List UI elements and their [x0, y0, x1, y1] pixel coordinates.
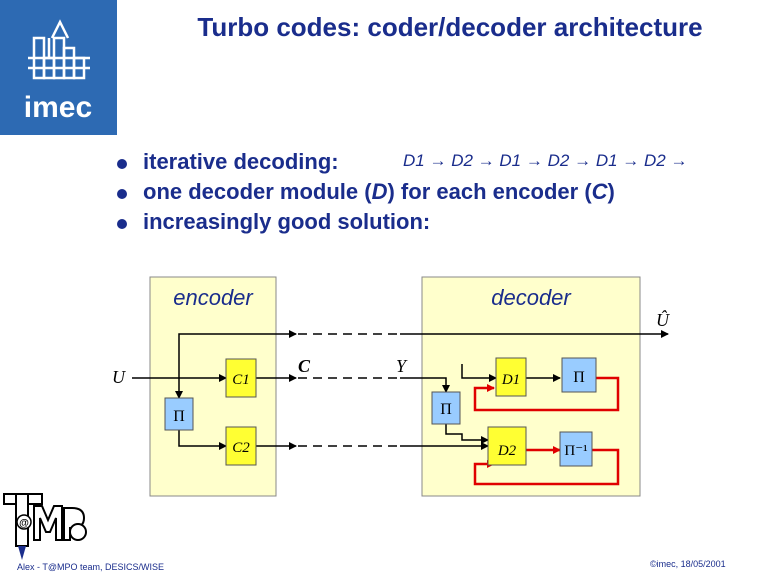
decoder-pi-inv-label: Π⁻¹: [564, 443, 587, 459]
d2-label: D2: [497, 443, 517, 459]
to-decoder-interleaver: [400, 377, 450, 393]
bullet-text: iterative decoding:: [143, 149, 339, 174]
decoder-pi2-label: Π: [440, 401, 452, 418]
bullet-text: increasingly good solution:: [143, 209, 431, 234]
d2-module: [487, 426, 527, 466]
bullet-item: one decoder module (D) for each encoder …: [113, 177, 615, 207]
seq-item: D1: [595, 151, 618, 170]
bullet-text-mid: ) for each encoder (: [387, 179, 592, 204]
seq-item: D1: [403, 151, 425, 170]
c1-label: C1: [232, 372, 250, 388]
c2-module: [225, 426, 257, 466]
decoder-box: [421, 276, 641, 497]
d1-label: D1: [501, 372, 520, 388]
iteration-sequence: D1 → D2 → D1 → D2 → D1 → D2 →: [403, 151, 687, 171]
arrow-icon: →: [429, 151, 447, 170]
channel-y-label: Y: [396, 356, 408, 376]
bullet-em-d: D: [371, 179, 388, 204]
systematic-line: [178, 330, 297, 378]
decoder-deinterleaver: [559, 431, 593, 467]
imec-logo-graphic: imec: [24, 19, 92, 124]
decoder-label: decoder: [491, 285, 572, 310]
c2-label: C2: [232, 440, 250, 456]
bullet-dot: [117, 219, 127, 229]
bullet-list: iterative decoding: one decoder module (…: [113, 147, 615, 237]
bullet-dot: [117, 189, 127, 199]
bullet-text-pre: one decoder module (: [143, 179, 372, 204]
encoder-interleaver: [164, 397, 194, 431]
feedback-line-2: [473, 448, 620, 486]
decoder-interleaver-2: [431, 391, 461, 425]
footer-right: ©imec, 18/05/2001: [650, 559, 726, 569]
arrow-icon: →: [574, 151, 592, 170]
decoder-pi-label: Π: [573, 369, 585, 386]
seq-item: D2: [644, 151, 666, 170]
arrow-icon: →: [670, 151, 688, 170]
c1-module: [225, 358, 257, 398]
d1-module: [495, 357, 527, 397]
arrow-icon: →: [477, 151, 495, 170]
footer-left: Alex - T@MPO team, DESICS/WISE: [17, 562, 164, 572]
decoder-interleaver-1: [561, 357, 597, 393]
imec-logo: imec: [0, 0, 117, 135]
input-label: U: [112, 367, 126, 387]
tempo-logo: @: [3, 493, 87, 560]
output-label: Û: [656, 309, 670, 330]
feedback-line-1: [473, 376, 620, 412]
d2-in-line: [445, 424, 489, 444]
bullet-em-c: C: [591, 179, 608, 204]
seq-item: D2: [547, 151, 570, 170]
encoder-pi-label: Π: [173, 408, 185, 425]
svg-text:@: @: [19, 518, 29, 529]
arrow-icon: →: [525, 151, 543, 170]
channel-c-label: C: [298, 356, 311, 376]
logo-text: imec: [24, 91, 92, 124]
seq-item: D2: [451, 151, 473, 170]
page-title: Turbo codes: coder/decoder architecture: [197, 12, 703, 42]
bullet-dot: [117, 159, 127, 169]
bullet-text-post: ): [607, 179, 615, 204]
d1-in-line: [461, 364, 497, 382]
seq-item: D1: [499, 151, 522, 170]
bullet-item: iterative decoding:: [113, 147, 615, 177]
interleaver-out-line: [178, 430, 227, 450]
encoder-label: encoder: [173, 285, 254, 310]
arrow-icon: →: [622, 151, 640, 170]
bullet-item: increasingly good solution:: [113, 207, 615, 237]
